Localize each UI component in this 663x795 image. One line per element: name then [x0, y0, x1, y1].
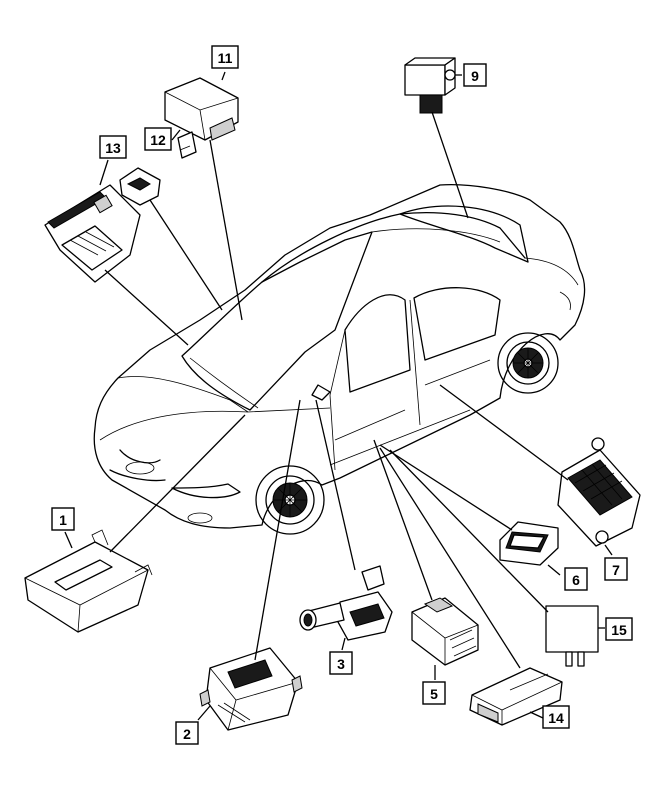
sedan-outline: [93, 184, 586, 535]
callout-6-label: 6: [572, 572, 580, 588]
callout-1: 1: [51, 507, 75, 531]
callout-14: 14: [542, 705, 570, 729]
callout-12: 12: [144, 127, 172, 151]
callout-5-label: 5: [430, 686, 438, 702]
module-14-drawing: [469, 667, 563, 726]
callout-7: 7: [604, 557, 628, 581]
module-13-drawing: [44, 184, 141, 283]
callout-9-label: 9: [471, 68, 479, 84]
switch-6-drawing: [499, 521, 559, 566]
callout-15-label: 15: [611, 622, 627, 638]
callout-11: 11: [211, 45, 239, 69]
leader-lines: [64, 71, 613, 721]
callout-14-label: 14: [548, 710, 564, 726]
callout-5: 5: [422, 681, 446, 705]
junction-box-7-drawing: [557, 437, 641, 547]
module-1-drawing: [24, 529, 153, 633]
callout-15: 15: [605, 617, 633, 641]
relay-9-drawing: [404, 57, 456, 114]
callout-3: 3: [329, 651, 353, 675]
callout-11-label: 11: [218, 50, 233, 66]
callout-2: 2: [175, 721, 199, 745]
module-11-12-drawing: [164, 77, 239, 159]
callout-1-label: 1: [59, 512, 67, 528]
relay-15-drawing: [545, 605, 599, 667]
sensor-3-drawing: [299, 565, 393, 641]
callout-6: 6: [564, 567, 588, 591]
callout-13-label: 13: [105, 140, 121, 156]
callout-13: 13: [99, 135, 127, 159]
callout-12-label: 12: [150, 132, 166, 148]
callout-9: 9: [463, 63, 487, 87]
sensor-near-13-drawing: [119, 167, 161, 206]
callout-7-label: 7: [612, 562, 620, 578]
callout-3-label: 3: [337, 656, 345, 672]
module-2-drawing: [199, 647, 303, 731]
callout-2-label: 2: [183, 726, 191, 742]
connector-5-drawing: [411, 597, 479, 666]
